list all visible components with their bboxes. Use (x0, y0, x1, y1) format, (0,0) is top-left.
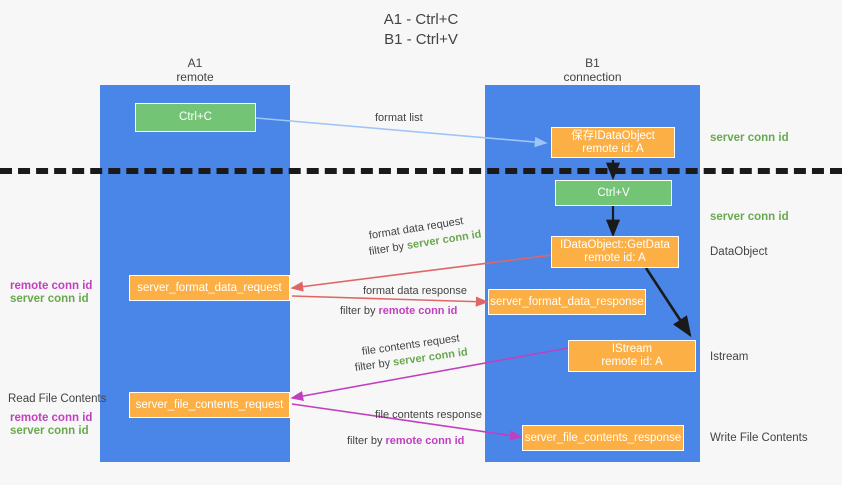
right-label-istream: Istream (710, 351, 749, 363)
right-label-dataobject: DataObject (710, 246, 768, 258)
left-label-server-conn-id-lower: server conn id (10, 425, 89, 437)
edge-label-format-list: format list (375, 112, 423, 124)
node-idataobject-getdata[interactable]: IDataObject::GetData remote id: A (551, 236, 679, 268)
node-server-format-data-request[interactable]: server_format_data_request (129, 275, 290, 301)
node-ctrl-c[interactable]: Ctrl+C (135, 103, 256, 132)
left-label-remote-conn-id-upper: remote conn id (10, 280, 93, 292)
filter-key-remote-conn-id: remote conn id (385, 435, 465, 447)
left-label-read-file-contents: Read File Contents (8, 393, 107, 405)
filter-key-remote-conn-id: remote conn id (378, 305, 458, 317)
lane-header-b1: B1 connection (563, 56, 622, 84)
right-label-write-file-contents: Write File Contents (710, 432, 808, 444)
edge-label-file-contents-response: file contents response (375, 409, 483, 421)
lane-header-a1: A1 remote (176, 56, 214, 84)
edge-label-format-data-response: format data response (363, 285, 467, 297)
edge-label-file-contents-response-filter: filter by remote conn id (347, 434, 464, 448)
node-istream[interactable]: IStream remote id: A (568, 340, 696, 372)
right-label-server-conn-id-top: server conn id (710, 132, 789, 144)
right-label-server-conn-id-mid: server conn id (710, 211, 789, 223)
node-save-idataobject[interactable]: 保存IDataObject remote id: A (551, 127, 675, 158)
node-server-format-data-response[interactable]: server_format_data_response (488, 289, 646, 315)
filter-prefix: filter by (368, 240, 408, 258)
trust-boundary-divider (0, 168, 842, 174)
node-server-file-contents-response[interactable]: server_file_contents_response (522, 425, 684, 451)
node-ctrl-v[interactable]: Ctrl+V (555, 180, 672, 206)
left-label-server-conn-id-upper: server conn id (10, 293, 89, 305)
left-label-remote-conn-id-lower: remote conn id (10, 412, 93, 424)
filter-prefix: filter by (340, 305, 379, 317)
filter-prefix: filter by (354, 356, 394, 374)
page-title: A1 - Ctrl+C B1 - Ctrl+V (383, 11, 459, 48)
edge-label-format-data-response-filter: filter by remote conn id (340, 304, 457, 318)
node-server-file-contents-request[interactable]: server_file_contents_request (129, 392, 290, 418)
filter-prefix: filter by (347, 435, 386, 447)
